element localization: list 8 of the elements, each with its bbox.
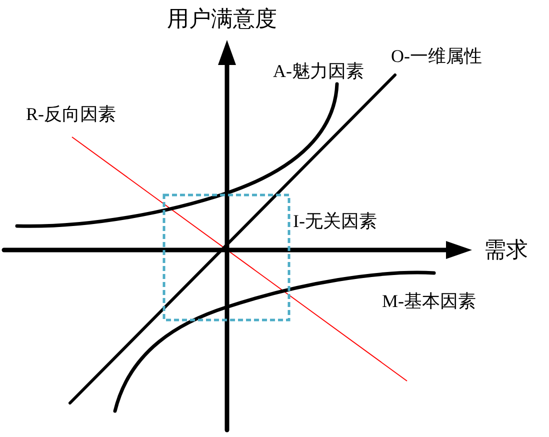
curve-label: I-无关因素 bbox=[293, 212, 377, 230]
dashed-zone-box bbox=[164, 195, 289, 320]
curve-label: R-反向因素 bbox=[26, 105, 116, 123]
curve-label: O-一维属性 bbox=[391, 47, 482, 65]
axis-label: 用户满意度 bbox=[167, 9, 277, 31]
curve-label: M-基本因素 bbox=[382, 292, 476, 310]
axis-label: 需求 bbox=[484, 240, 528, 262]
curve-label: A-魅力因素 bbox=[273, 62, 364, 80]
